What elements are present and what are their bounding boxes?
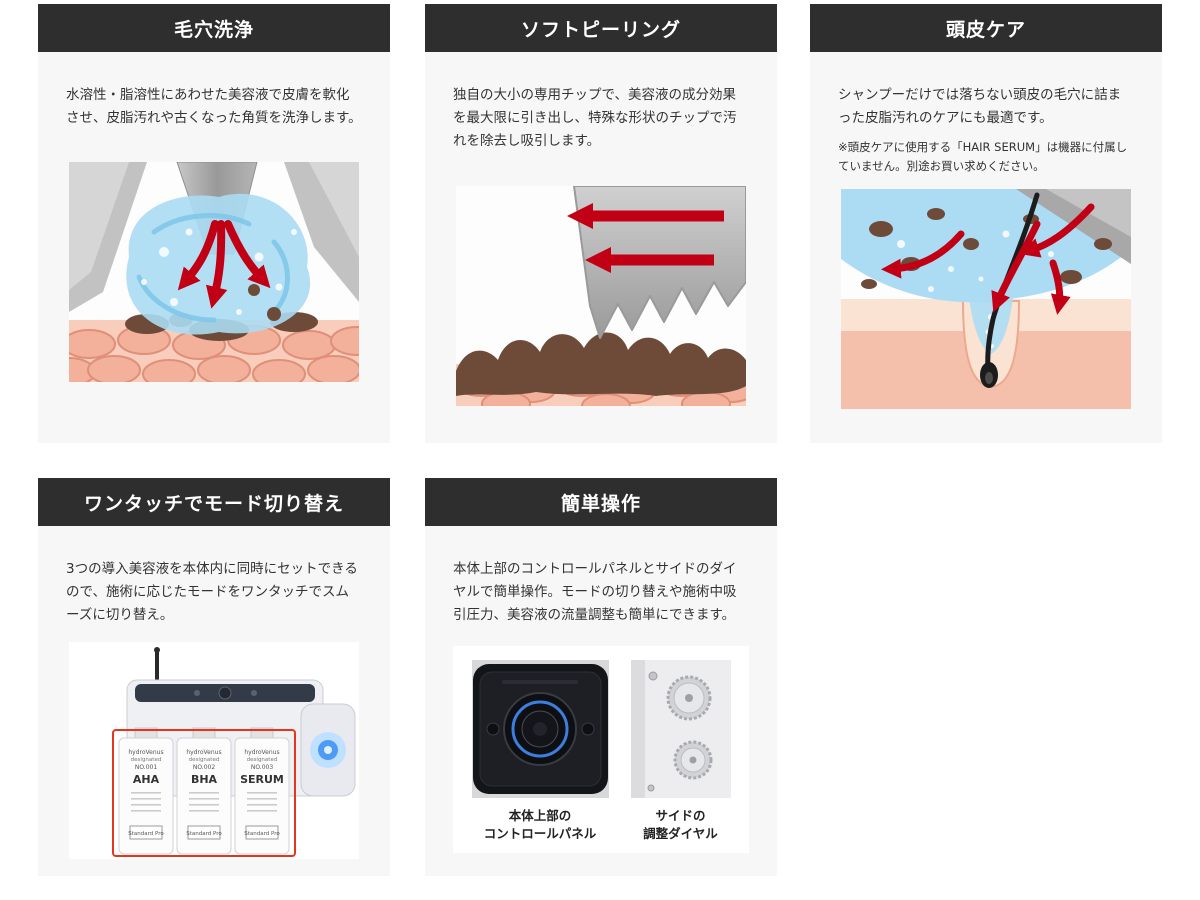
svg-text:Standard Pro: Standard Pro — [128, 831, 164, 837]
operation-photos: 本体上部の コントロールパネル — [453, 645, 749, 853]
card-header: 毛穴洗浄 — [38, 4, 390, 52]
serum-bottle-bha: hydroVenus designated NO.002 BHA Standar… — [176, 727, 232, 855]
svg-text:NO.003: NO.003 — [251, 764, 274, 771]
card-header: 簡単操作 — [425, 478, 777, 526]
feature-card-soft-peeling: ソフトピーリング 独自の大小の専用チップで、美容液の成分効果を最大限に引き出し、… — [425, 4, 777, 443]
side-dial-caption: サイドの 調整ダイヤル — [643, 807, 718, 841]
control-panel-photo-block: 本体上部の コントロールパネル — [471, 659, 609, 843]
card-header: ワンタッチでモード切り替え — [38, 478, 390, 526]
card-body: 本体上部のコントロールパネルとサイドのダイヤルで簡単操作。モードの切り替えや施術… — [425, 526, 777, 876]
pore-cleansing-illustration — [69, 162, 359, 383]
svg-text:designated: designated — [189, 757, 220, 763]
card-body: 独自の大小の専用チップで、美容液の成分効果を最大限に引き出し、特殊な形状のチップ… — [425, 52, 777, 443]
card-title: 簡単操作 — [560, 492, 641, 515]
svg-text:NO.002: NO.002 — [193, 764, 216, 771]
device-bottles-photo: hydroVenus designated NO.001 AHA Standar… — [69, 641, 359, 859]
svg-text:SERUM: SERUM — [240, 773, 284, 786]
card-note: ※頭皮ケアに使用する「HAIR SERUM」は機器に付属していません。別途お買い… — [838, 140, 1128, 173]
svg-text:AHA: AHA — [133, 773, 160, 786]
svg-text:designated: designated — [247, 757, 278, 763]
card-header: 頭皮ケア — [810, 4, 1162, 52]
control-panel-photo — [471, 659, 609, 798]
scalp-care-illustration — [841, 189, 1131, 410]
svg-text:hydroVenus: hydroVenus — [186, 749, 221, 756]
svg-text:Standard Pro: Standard Pro — [186, 831, 222, 837]
card-body: 水溶性・脂溶性にあわせた美容液で皮膚を軟化させ、皮脂汚れや古くなった角質を洗浄し… — [38, 52, 390, 443]
card-description: 水溶性・脂溶性にあわせた美容液で皮膚を軟化させ、皮脂汚れや古くなった角質を洗浄し… — [66, 87, 362, 127]
feature-card-mode-switch: ワンタッチでモード切り替え 3つの導入美容液を本体内に同時にセットできるので、施… — [38, 478, 390, 876]
card-body: 3つの導入美容液を本体内に同時にセットできるので、施術に応じたモードをワンタッチ… — [38, 526, 390, 876]
svg-text:BHA: BHA — [191, 773, 218, 786]
red-highlight-frame — [112, 728, 296, 857]
card-description: 本体上部のコントロールパネルとサイドのダイヤルで簡単操作。モードの切り替えや施術… — [453, 561, 737, 624]
svg-text:Standard Pro: Standard Pro — [244, 831, 280, 837]
feature-card-easy-operation: 簡単操作 本体上部のコントロールパネルとサイドのダイヤルで簡単操作。モードの切り… — [425, 478, 777, 876]
serum-bottle-aha: hydroVenus designated NO.001 AHA Standar… — [118, 727, 174, 855]
control-panel-caption: 本体上部の コントロールパネル — [483, 807, 597, 841]
card-description: シャンプーだけでは落ちない頭皮の毛穴に詰まった皮脂汚れのケアにも最適です。 — [838, 87, 1122, 127]
svg-text:NO.001: NO.001 — [135, 764, 158, 771]
card-description: 3つの導入美容液を本体内に同時にセットできるので、施術に応じたモードをワンタッチ… — [66, 561, 358, 624]
feature-card-pore-cleansing: 毛穴洗浄 水溶性・脂溶性にあわせた美容液で皮膚を軟化させ、皮脂汚れや古くなった角… — [38, 4, 390, 443]
svg-text:hydroVenus: hydroVenus — [128, 749, 163, 756]
card-title: 毛穴洗浄 — [173, 18, 254, 41]
soft-peeling-illustration — [456, 185, 746, 406]
card-title: ワンタッチでモード切り替え — [83, 492, 344, 515]
side-dial-photo — [630, 659, 731, 798]
side-dial-photo-block: サイドの 調整ダイヤル — [630, 659, 731, 843]
card-title: 頭皮ケア — [945, 18, 1026, 41]
card-description: 独自の大小の専用チップで、美容液の成分効果を最大限に引き出し、特殊な形状のチップ… — [453, 87, 737, 150]
svg-text:hydroVenus: hydroVenus — [244, 749, 279, 756]
serum-bottle-serum: hydroVenus designated NO.003 SERUM Stand… — [234, 727, 290, 855]
svg-text:designated: designated — [131, 757, 162, 763]
card-title: ソフトピーリング — [520, 18, 681, 41]
card-header: ソフトピーリング — [425, 4, 777, 52]
card-body: シャンプーだけでは落ちない頭皮の毛穴に詰まった皮脂汚れのケアにも最適です。 ※頭… — [810, 52, 1162, 443]
feature-card-scalp-care: 頭皮ケア シャンプーだけでは落ちない頭皮の毛穴に詰まった皮脂汚れのケアにも最適で… — [810, 4, 1162, 443]
